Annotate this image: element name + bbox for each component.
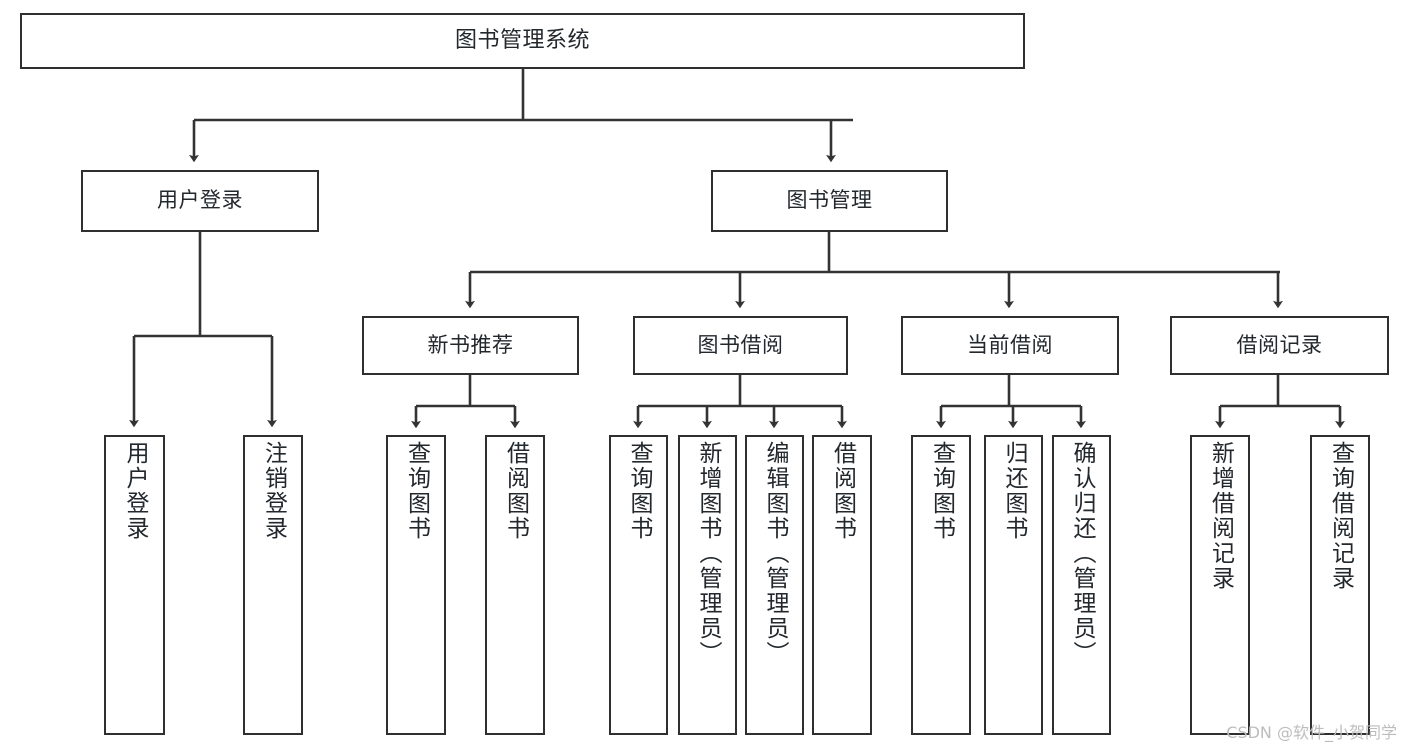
- node-leaf-query-book-2[interactable]: 查询图书: [609, 435, 668, 735]
- node-borrow-record-label: 借阅记录: [1236, 332, 1323, 357]
- node-leaf-add-borrow-record-label: 新增借阅记录: [1207, 441, 1234, 591]
- node-leaf-user-logout[interactable]: 注销登录: [243, 435, 303, 735]
- node-leaf-confirm-return-admin-label: 确认归还（管理员）: [1069, 441, 1095, 666]
- node-new-book-recommend-label: 新书推荐: [427, 332, 514, 357]
- node-leaf-add-book-admin[interactable]: 新增图书（管理员）: [678, 435, 737, 735]
- node-leaf-query-book-3-label: 查询图书: [928, 441, 955, 541]
- node-leaf-query-book-3[interactable]: 查询图书: [911, 435, 971, 735]
- node-leaf-user-login[interactable]: 用户登录: [104, 435, 165, 735]
- csdn-watermark: CSDN @软件_小贺同学: [1226, 723, 1397, 742]
- node-book-manage-label: 图书管理: [786, 188, 873, 213]
- node-borrow-record[interactable]: 借阅记录: [1170, 316, 1389, 375]
- node-leaf-confirm-return-admin[interactable]: 确认归还（管理员）: [1052, 435, 1111, 735]
- node-book-manage[interactable]: 图书管理: [711, 170, 948, 232]
- node-leaf-query-book-1[interactable]: 查询图书: [386, 435, 446, 735]
- node-root-label: 图书管理系统: [454, 27, 590, 53]
- node-leaf-borrow-book-2-label: 借阅图书: [829, 441, 856, 541]
- node-leaf-borrow-book-1-label: 借阅图书: [502, 441, 529, 541]
- node-leaf-borrow-book-2[interactable]: 借阅图书: [812, 435, 872, 735]
- node-user-login-label: 用户登录: [157, 188, 243, 213]
- node-leaf-query-book-2-label: 查询图书: [626, 441, 652, 541]
- node-leaf-query-borrow-record-label: 查询借阅记录: [1327, 441, 1354, 591]
- node-leaf-user-login-label: 用户登录: [122, 441, 148, 541]
- node-leaf-return-book[interactable]: 归还图书: [984, 435, 1043, 735]
- node-leaf-edit-book-admin[interactable]: 编辑图书（管理员）: [745, 435, 804, 735]
- node-book-borrow[interactable]: 图书借阅: [633, 316, 848, 375]
- node-book-borrow-label: 图书借阅: [697, 332, 784, 357]
- node-new-book-recommend[interactable]: 新书推荐: [362, 316, 579, 375]
- node-current-borrow-label: 当前借阅: [967, 332, 1053, 357]
- node-leaf-add-book-admin-label: 新增图书（管理员）: [695, 441, 721, 666]
- node-leaf-edit-book-admin-label: 编辑图书（管理员）: [762, 441, 788, 666]
- node-current-borrow[interactable]: 当前借阅: [901, 316, 1119, 375]
- node-leaf-add-borrow-record[interactable]: 新增借阅记录: [1190, 435, 1250, 735]
- node-root[interactable]: 图书管理系统: [20, 13, 1025, 69]
- node-leaf-query-borrow-record[interactable]: 查询借阅记录: [1310, 435, 1370, 735]
- node-leaf-borrow-book-1[interactable]: 借阅图书: [485, 435, 545, 735]
- node-leaf-return-book-label: 归还图书: [1001, 441, 1027, 541]
- node-leaf-query-book-1-label: 查询图书: [403, 441, 430, 541]
- node-user-login[interactable]: 用户登录: [81, 170, 319, 232]
- node-leaf-user-logout-label: 注销登录: [260, 441, 287, 541]
